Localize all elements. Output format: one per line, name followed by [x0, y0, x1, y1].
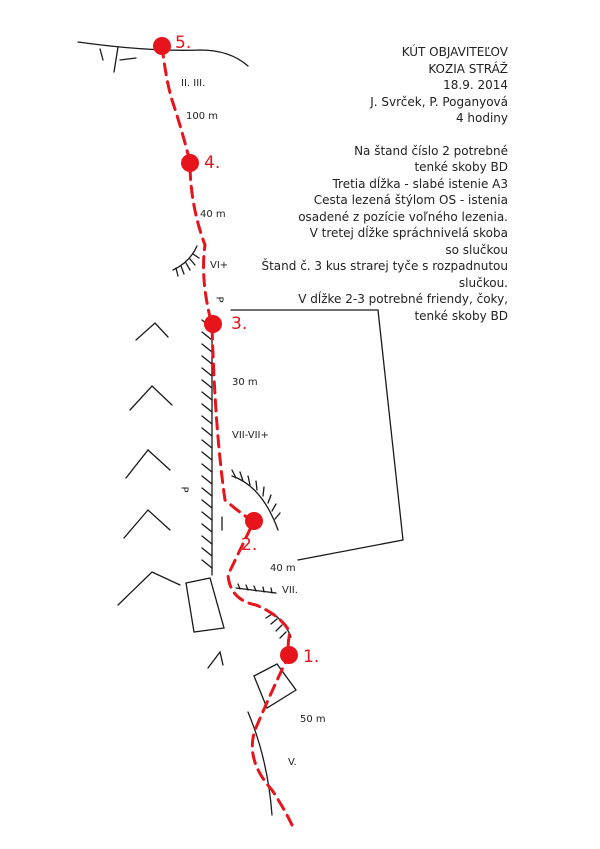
route-date: 18.9. 2014	[443, 78, 508, 92]
rock-chevron	[123, 509, 171, 539]
note-line: osadené z pozície voľného lezenia.	[298, 209, 508, 224]
pitch-2-grade: VII.	[282, 585, 298, 596]
belay-station-5	[153, 37, 171, 55]
lower-wall-arc	[247, 711, 273, 816]
note-line: Na štand číslo 2 potrebné	[354, 143, 508, 158]
boulder-block	[185, 577, 225, 633]
belay-label-4: 4.	[204, 153, 221, 173]
belay-label-2: 2.	[241, 535, 258, 555]
belay-label-1: 1.	[303, 647, 320, 667]
pitch-1-length: 50 m	[300, 714, 326, 725]
rock-chevron	[125, 449, 171, 479]
belay-station-3	[204, 315, 222, 333]
summit-rock-mark	[99, 48, 104, 61]
pitch-1-grade: V.	[288, 757, 297, 768]
roof-arc-belay-2	[231, 475, 279, 531]
pitch-3-length: 30 m	[232, 377, 258, 388]
pitch-4-length: 40 m	[200, 209, 226, 220]
pitch-2-length: 40 m	[270, 563, 296, 574]
pitch-4-grade: VI+	[210, 260, 229, 271]
route-info-block: KÚT OBJAVITEĽOV KOZIA STRÁŽ 18.9. 2014 J…	[261, 44, 508, 324]
pitch-5-grade: II. III.	[181, 78, 206, 89]
note-line: V dĺžke 2-3 potrebné friendy, čoky,	[298, 292, 508, 306]
note-line: Štand č. 3 kus strarej tyče s rozpadnuto…	[261, 259, 508, 273]
pillar-block	[253, 663, 297, 709]
note-line: Cesta lezená štýlom OS - istenia	[313, 193, 508, 207]
route-subtitle: KOZIA STRÁŽ	[428, 61, 508, 76]
pitch-5-length: 100 m	[186, 111, 219, 122]
note-line: slučkou.	[458, 275, 508, 290]
note-line: V tretej dĺžke spráchnivelá skoba	[309, 226, 508, 240]
belay-station-2	[245, 512, 263, 530]
summit-ridge-line	[77, 41, 249, 67]
belay-station-1	[280, 646, 298, 664]
route-title: KÚT OBJAVITEĽOV	[401, 45, 508, 59]
summit-rock-mark	[119, 57, 137, 61]
overhang-hatching-belay-1	[265, 613, 287, 639]
dihedral-wall-hatching	[201, 319, 213, 569]
roof-hatching-belay-2	[231, 469, 281, 520]
ledge-hatching	[237, 583, 273, 594]
note-line: so slučkou	[445, 242, 508, 257]
piton-marker: P	[178, 486, 190, 493]
belay-station-4	[181, 154, 199, 172]
pitch-3-grade: VII-VII+	[232, 430, 269, 441]
belay-label-3: 3.	[231, 314, 248, 334]
rock-chevron	[117, 571, 181, 606]
rock-chevron	[135, 322, 169, 341]
summit-rock-mark	[113, 46, 119, 73]
note-line: Tretia dĺžka - slabé istenie A3	[332, 176, 508, 191]
note-line: tenké skoby BD	[414, 308, 508, 323]
overhang-arc	[172, 245, 198, 271]
route-duration: 4 hodiny	[455, 111, 508, 125]
piton-marker: P	[213, 296, 225, 303]
belay-label-5: 5.	[175, 33, 192, 53]
rock-fragment	[207, 650, 224, 669]
rock-chevron	[129, 385, 173, 411]
overhang-hatching	[175, 253, 200, 277]
note-line: tenké skoby BD	[414, 160, 508, 174]
traverse-outline	[230, 309, 404, 561]
route-authors: J. Svrček, P. Poganyová	[370, 94, 508, 109]
